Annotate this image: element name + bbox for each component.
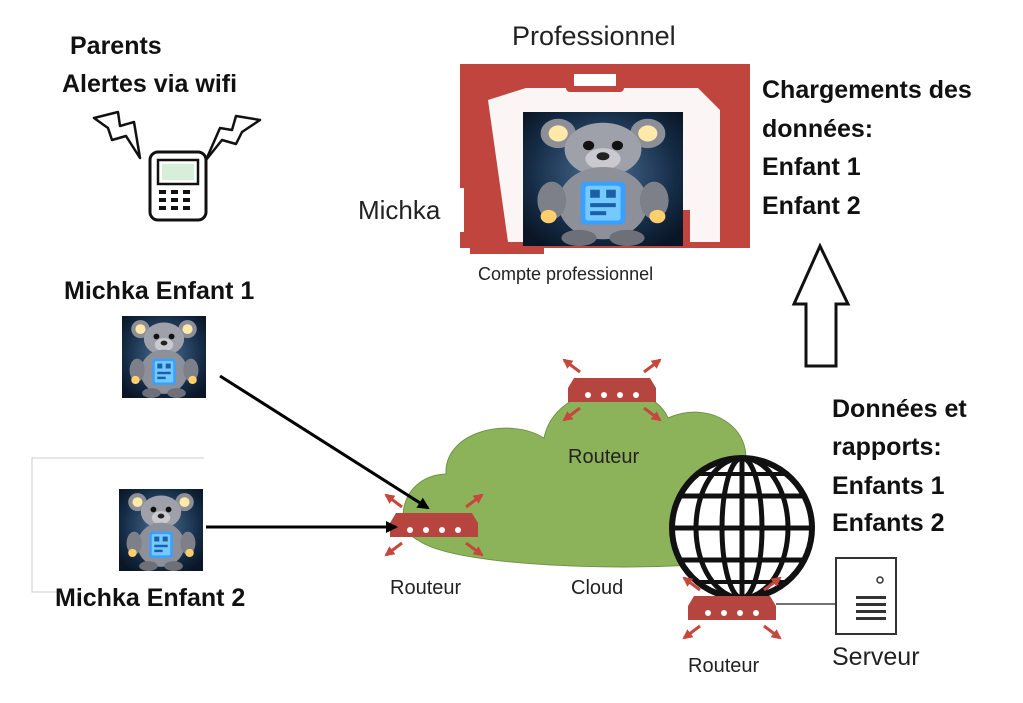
parents-title: Parents bbox=[70, 32, 162, 60]
cloud-label: Cloud bbox=[571, 577, 623, 599]
reports-line-1: Données et bbox=[832, 395, 967, 423]
uploads-line-4: Enfant 2 bbox=[762, 192, 861, 220]
teddy-bear-robot-icon bbox=[122, 316, 206, 398]
reports-line-4: Enfants 2 bbox=[832, 509, 945, 537]
professional-title: Professionnel bbox=[512, 21, 676, 51]
server-label: Serveur bbox=[832, 643, 920, 671]
uploads-line-1: Chargements des bbox=[762, 76, 972, 104]
router-left-label: Routeur bbox=[390, 577, 461, 599]
globe-icon bbox=[669, 455, 815, 601]
uploads-line-3: Enfant 1 bbox=[762, 153, 861, 181]
mobile-phone-icon bbox=[148, 150, 208, 222]
child1-label: Michka Enfant 1 bbox=[64, 277, 254, 305]
child1-to-router-arrow bbox=[219, 374, 430, 510]
server-icon bbox=[835, 557, 897, 635]
professional-caption: Compte professionnel bbox=[478, 264, 653, 284]
router-bottom-label: Routeur bbox=[688, 655, 759, 677]
app-name: Michka bbox=[358, 195, 441, 225]
uploads-line-2: données: bbox=[762, 115, 873, 143]
parents-subtitle: Alertes via wifi bbox=[62, 70, 237, 98]
router-top-label: Routeur bbox=[568, 446, 639, 468]
teddy-bear-robot-icon bbox=[119, 489, 203, 571]
reports-line-2: rapports: bbox=[832, 433, 942, 461]
frame-border bbox=[31, 457, 204, 593]
lightning-icon bbox=[92, 110, 142, 160]
lightning-icon bbox=[204, 114, 262, 162]
teddy-bear-robot-icon bbox=[523, 112, 683, 246]
reports-line-3: Enfants 1 bbox=[832, 472, 945, 500]
child2-label: Michka Enfant 2 bbox=[55, 584, 245, 612]
up-arrow-icon bbox=[791, 242, 851, 368]
